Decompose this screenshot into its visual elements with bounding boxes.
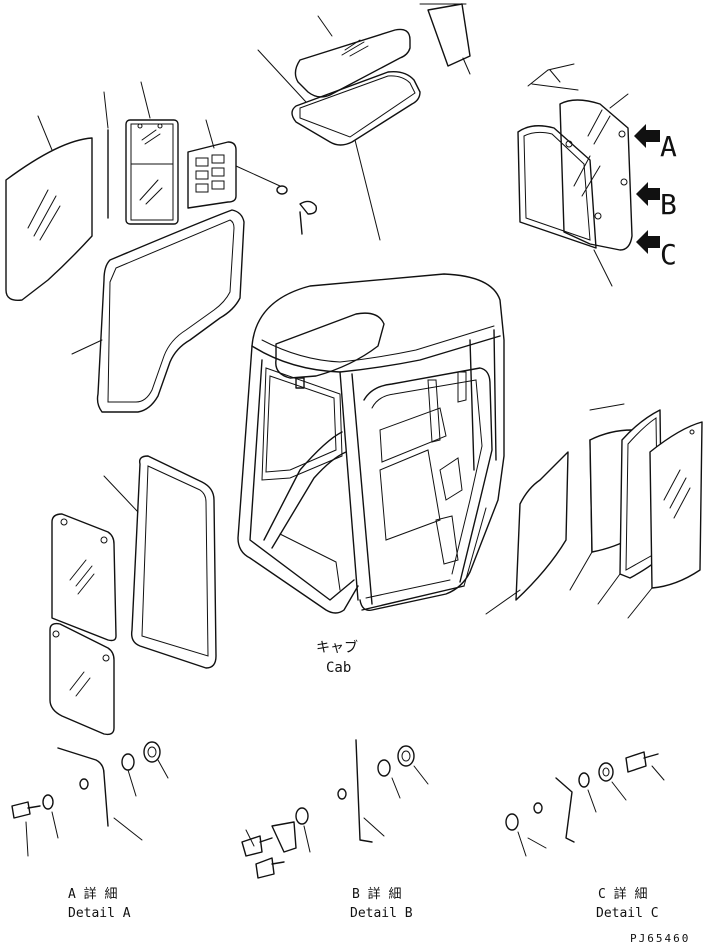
arrow-label-a: A [660, 130, 677, 163]
leader-door-glass [37, 115, 53, 151]
door-vent-grille [187, 141, 237, 209]
detail-b-drawing [241, 739, 429, 879]
door-seal [96, 209, 245, 413]
drawing-number: PJ65460 [630, 932, 690, 945]
rear-glass-seal [517, 125, 597, 249]
detail-b-jp: B 詳 細 [352, 886, 401, 902]
roof-window-seal [291, 70, 421, 146]
leader-slide-window [140, 81, 151, 119]
detail-b-en: Detail B [350, 906, 413, 921]
leader-right-4 [485, 589, 521, 615]
right-strip-curved [463, 451, 569, 601]
leader-door-seal [71, 339, 103, 355]
door-upper-glass [5, 137, 93, 301]
cab-label-en: Cab [326, 660, 351, 676]
leader-door-strip [103, 91, 109, 129]
front-upper-strip [419, 3, 471, 75]
arrow-c [636, 230, 660, 254]
side-window-seal [130, 455, 217, 669]
side-window-upper-glass [51, 513, 117, 642]
leader-roof-glass [317, 15, 333, 37]
leader-right-2 [597, 573, 621, 605]
rear-glass [559, 99, 633, 251]
arrow-label-c: C [660, 238, 677, 271]
right-glass-panel-3 [649, 421, 703, 589]
leader-roof-to-cab [354, 139, 381, 241]
leader-rear-seal [593, 249, 613, 287]
leader-right-3 [627, 587, 653, 619]
cab-body [237, 273, 505, 614]
detail-c-jp: C 詳 細 [598, 886, 647, 902]
detail-c-drawing [505, 751, 665, 857]
small-washer-screw [235, 165, 318, 235]
leader-roof-seal [257, 49, 307, 103]
leader-right-1 [569, 551, 593, 591]
detail-a-drawing [11, 741, 169, 857]
arrow-label-b: B [660, 188, 677, 221]
rear-glass-small-parts [527, 63, 579, 91]
arrow-a [634, 124, 660, 148]
leader-side-seal [103, 475, 139, 513]
door-slide-window [125, 119, 179, 225]
detail-a-jp: A 詳 細 [68, 886, 117, 902]
side-window-lower-glass [49, 622, 115, 736]
detail-c-en: Detail C [596, 906, 659, 921]
roof-window-glass [294, 28, 411, 98]
cab-label-jp: キャブ [316, 639, 358, 656]
leader-vent [205, 119, 215, 149]
leader-rear-glass [609, 93, 629, 109]
arrow-b [636, 182, 660, 206]
detail-a-en: Detail A [68, 906, 131, 921]
